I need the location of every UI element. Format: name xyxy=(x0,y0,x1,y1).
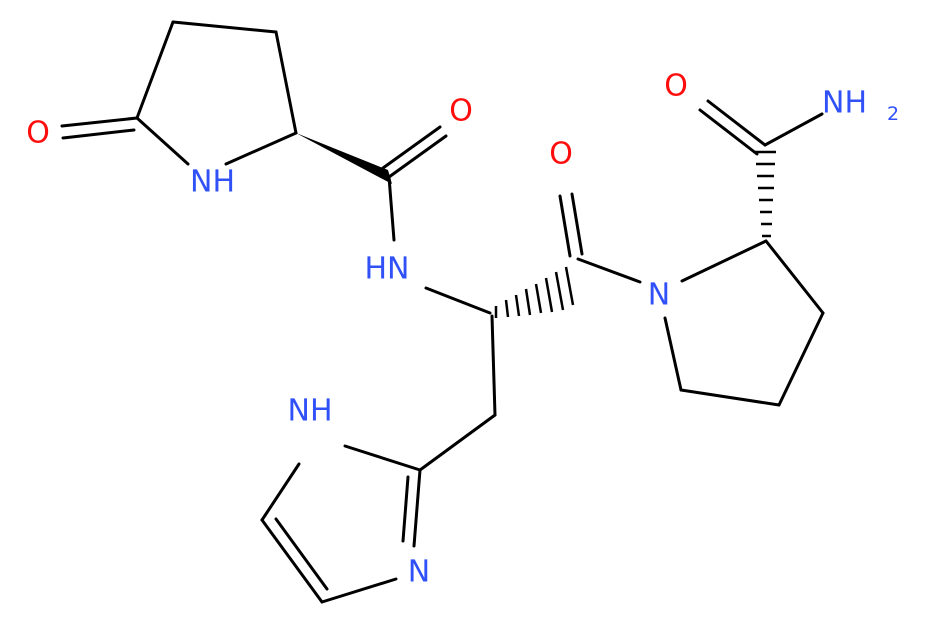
stereo-wedge xyxy=(296,133,392,184)
oxygen-atom: O xyxy=(26,116,50,151)
stereo-hash-2 xyxy=(755,150,776,238)
bond xyxy=(570,192,584,256)
bond xyxy=(418,413,497,472)
bond xyxy=(274,517,329,591)
amide-2 xyxy=(558,192,642,284)
bond xyxy=(764,239,825,315)
bond xyxy=(663,316,683,392)
nitrogen-atom: NH xyxy=(288,394,333,429)
bond xyxy=(135,20,175,120)
bond xyxy=(680,239,768,283)
bond xyxy=(490,314,497,417)
bond xyxy=(412,468,422,548)
stereo-hash xyxy=(494,266,575,318)
bond xyxy=(576,257,642,284)
proline-ring xyxy=(663,239,825,407)
bond xyxy=(224,131,298,166)
carboxamide xyxy=(698,99,824,156)
bond xyxy=(401,475,410,543)
bond xyxy=(260,518,324,604)
bond xyxy=(679,388,781,407)
nitrogen-atom: NH xyxy=(190,165,235,200)
nitrogen-atom: NH xyxy=(822,86,867,121)
bond xyxy=(274,30,298,135)
bond xyxy=(171,20,278,34)
amide-1 xyxy=(381,125,492,315)
nitrogen-atom: HN xyxy=(365,252,410,287)
side-chain xyxy=(418,314,497,472)
bond xyxy=(558,194,572,258)
subscript-two: 2 xyxy=(887,103,899,125)
bond xyxy=(135,116,190,166)
nitrogen-atom: N xyxy=(408,555,430,590)
bond xyxy=(343,444,422,472)
pyroglutamate-ring xyxy=(60,20,392,184)
oxygen-atom: O xyxy=(549,137,573,172)
bond xyxy=(381,125,442,170)
bond xyxy=(777,311,825,407)
bond xyxy=(260,462,301,522)
bond xyxy=(706,99,767,147)
oxygen-atom: O xyxy=(449,94,473,129)
nitrogen-atom: N xyxy=(648,278,670,313)
bond xyxy=(387,134,448,179)
bond xyxy=(320,577,398,604)
bond xyxy=(387,175,396,242)
bond xyxy=(61,128,136,140)
bond xyxy=(698,108,759,156)
atom-labels: O NH O HN O N O NH 2 NH N xyxy=(26,69,899,590)
bond xyxy=(60,116,139,128)
bond xyxy=(763,112,824,147)
oxygen-atom: O xyxy=(664,69,688,104)
imidazole-ring xyxy=(260,444,422,604)
bond xyxy=(424,286,492,315)
